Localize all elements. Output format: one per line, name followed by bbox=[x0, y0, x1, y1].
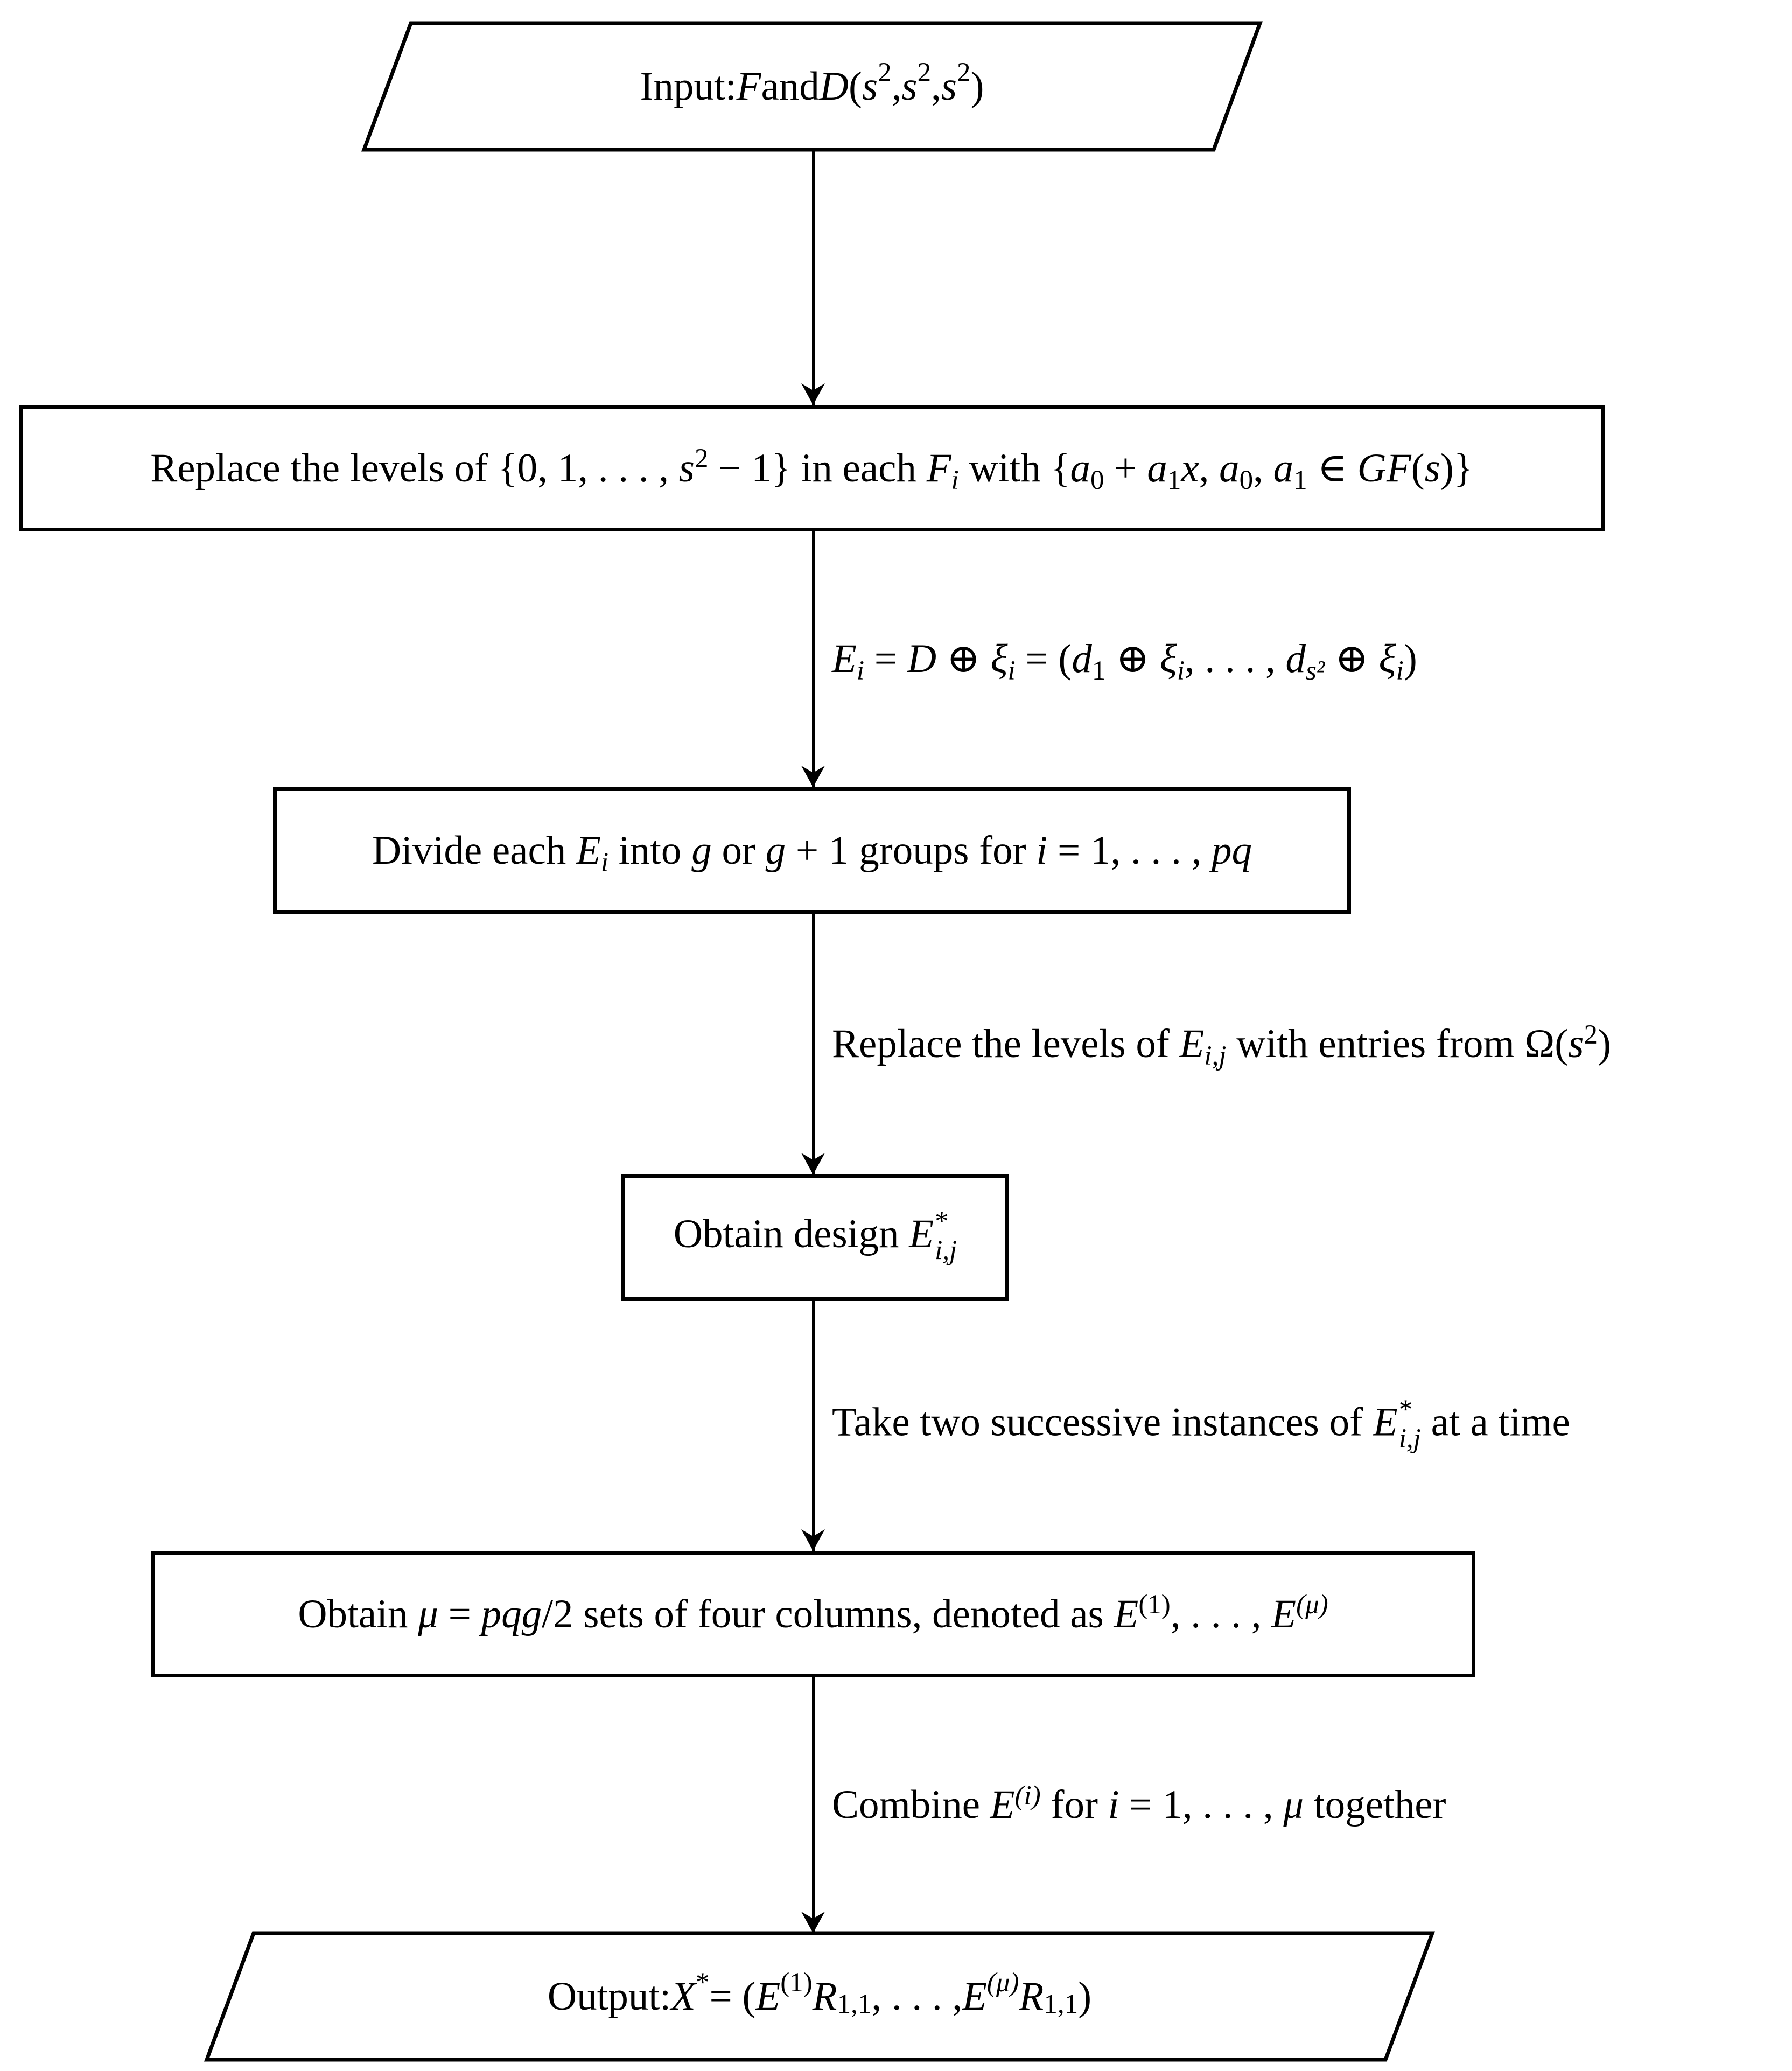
flow-node-obtain-sets: Obtain μ = pqg/2 sets of four columns, d… bbox=[151, 1551, 1475, 1677]
flow-node-divide-groups-label: Divide each Ei into g or g + 1 groups fo… bbox=[372, 828, 1252, 878]
parallelogram-shape bbox=[361, 21, 1263, 152]
parallelogram-shape bbox=[204, 1931, 1436, 2062]
flow-node-replace-levels: Replace the levels of {0, 1, . . . , s2 … bbox=[19, 405, 1605, 531]
edge-label-replace-eij: Replace the levels of Ei,j with entries … bbox=[832, 1019, 1611, 1072]
arrowhead-down-icon bbox=[801, 1153, 825, 1174]
edge-label-take-two: Take two successive instances of E*i,j a… bbox=[832, 1395, 1570, 1454]
flow-node-obtain-design: Obtain design E*i,j bbox=[621, 1174, 1009, 1301]
arrowhead-down-icon bbox=[801, 766, 825, 787]
edge-label-combine: Combine E(i) for i = 1, . . . , μ togeth… bbox=[832, 1780, 1446, 1828]
flow-node-divide-groups: Divide each Ei into g or g + 1 groups fo… bbox=[273, 787, 1351, 914]
flow-node-obtain-design-label: Obtain design E*i,j bbox=[673, 1206, 957, 1265]
arrowhead-down-icon bbox=[801, 1912, 825, 1933]
flow-node-replace-levels-label: Replace the levels of {0, 1, . . . , s2 … bbox=[150, 444, 1473, 495]
flow-arrow-5-line bbox=[812, 1677, 815, 1933]
arrowhead-down-icon bbox=[801, 1529, 825, 1551]
flow-arrow-2-line bbox=[812, 531, 815, 787]
flow-node-obtain-sets-label: Obtain μ = pqg/2 sets of four columns, d… bbox=[298, 1590, 1328, 1636]
edge-label-ei-formula: Ei = D ⊕ ξi = (d1 ⊕ ξi, . . . , ds² ⊕ ξi… bbox=[832, 636, 1417, 687]
arrowhead-down-icon bbox=[801, 383, 825, 405]
flow-arrow-1-line bbox=[812, 150, 815, 405]
flow-arrow-3-line bbox=[812, 914, 815, 1174]
flow-arrow-4-line bbox=[812, 1301, 815, 1551]
